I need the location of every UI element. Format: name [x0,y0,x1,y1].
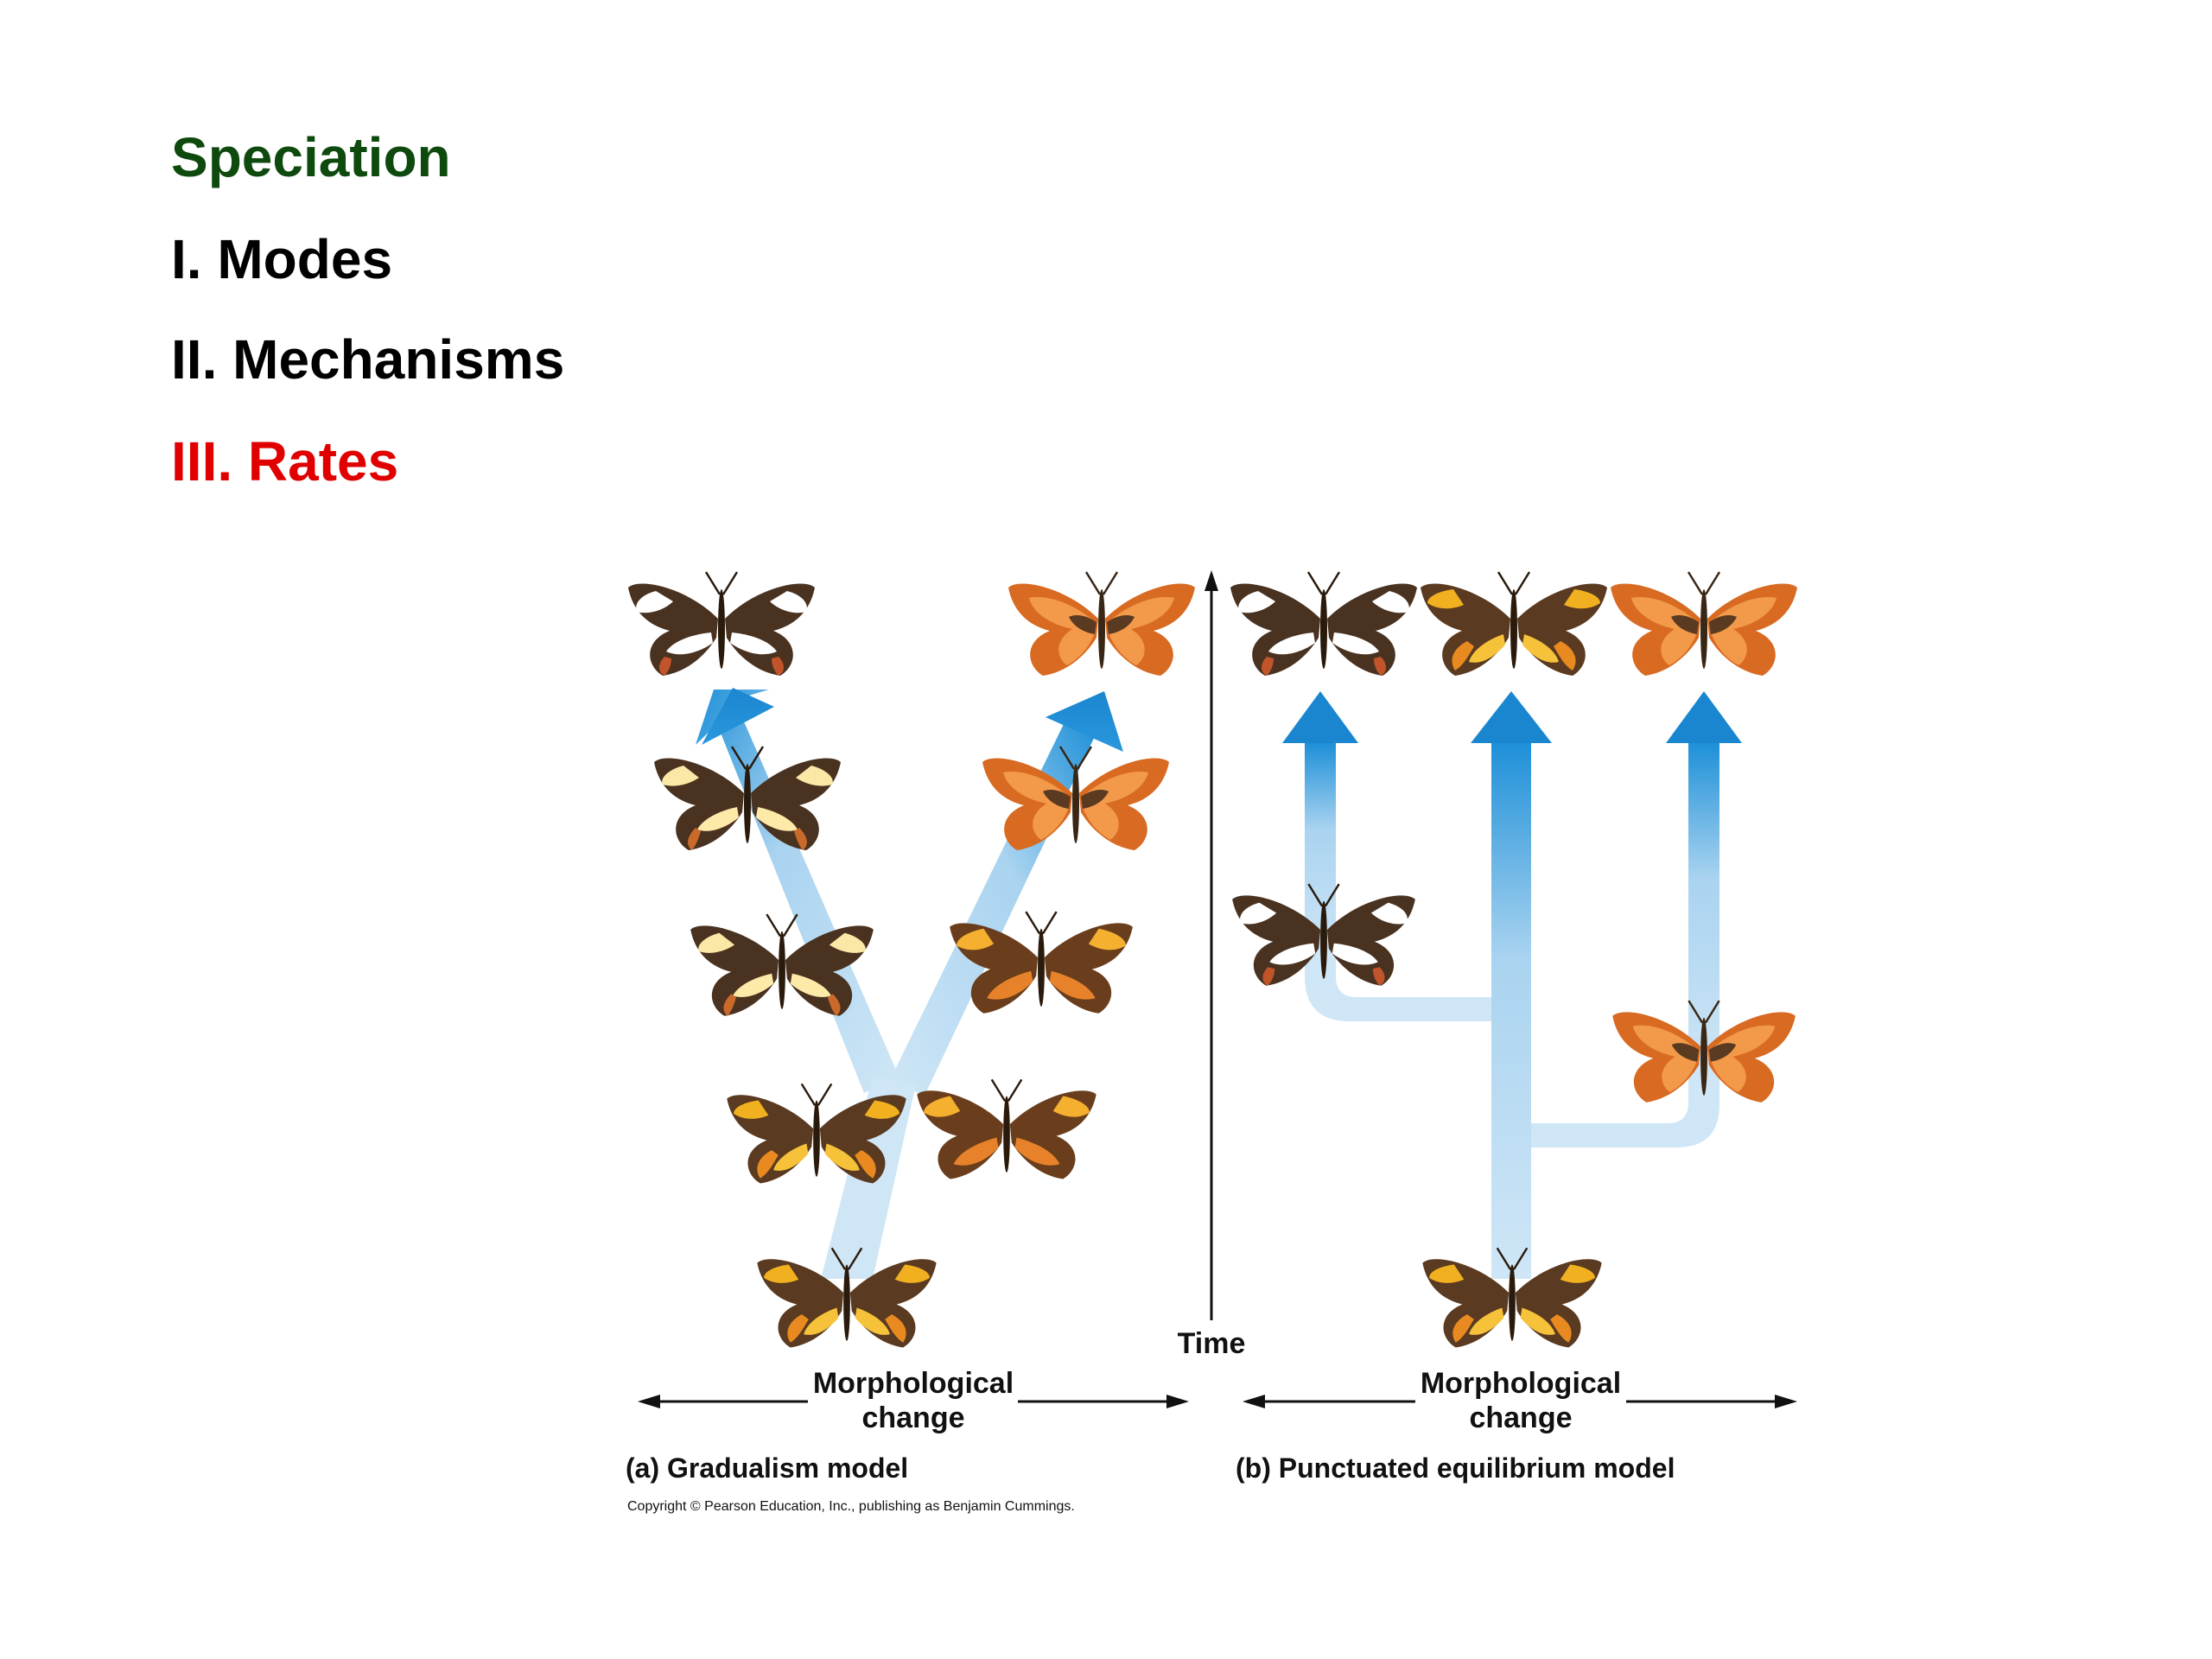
outline-item-rates: III. Rates [171,430,399,493]
morph-axis-left-label-line1: Morphological [813,1367,1014,1400]
punctuated-left-branch [1305,950,1491,1021]
punctuated-middle-arrowhead [1471,691,1552,743]
butterfly-grad-right-2 [948,910,1135,1014]
punctuated-right-branch [1531,1071,1719,1147]
gradualism-caption: (a) Gradualism model [626,1452,908,1484]
butterfly-punc-left-top [1229,570,1419,677]
morph-axis-left: Morphological change (a) Gradualism mode… [626,1367,1189,1514]
butterfly-grad-left-1 [726,1083,907,1185]
punctuated-trunk [1491,743,1531,1279]
punctuated-right-arrowhead [1666,691,1742,743]
gradualism-right-arrowhead [1046,691,1123,752]
slide-title: Speciation [171,126,451,188]
gradualism-left-lineage [696,690,899,1093]
morph-axis-right: Morphological change (b) Punctuated equi… [1236,1367,1797,1484]
punctuated-left-arrowhead [1282,691,1358,743]
butterfly-grad-left-4 [626,570,817,677]
outline-item-mechanisms: II. Mechanisms [171,328,565,391]
morph-axis-right-label-line1: Morphological [1421,1367,1621,1400]
time-axis-label: Time [1178,1327,1246,1360]
gradualism-panel [626,570,1197,1349]
gradualism-left-arrowhead [702,688,774,745]
morph-axis-left-label-line2: change [861,1402,964,1434]
butterfly-grad-left-2 [689,912,875,1017]
butterfly-grad-right-4 [1007,570,1197,677]
time-axis: Time [1178,570,1246,1360]
outline-item-modes: I. Modes [171,228,393,290]
butterfly-punc-right-top [1609,570,1799,677]
punctuated-panel [1229,570,1799,1349]
butterfly-punc-middle-top [1419,570,1609,677]
butterfly-grad-right-1 [916,1078,1097,1180]
morph-axis-right-label-line2: change [1469,1402,1572,1434]
punctuated-caption: (b) Punctuated equilibrium model [1236,1452,1675,1484]
copyright-notice: Copyright © Pearson Education, Inc., pub… [627,1499,1075,1514]
